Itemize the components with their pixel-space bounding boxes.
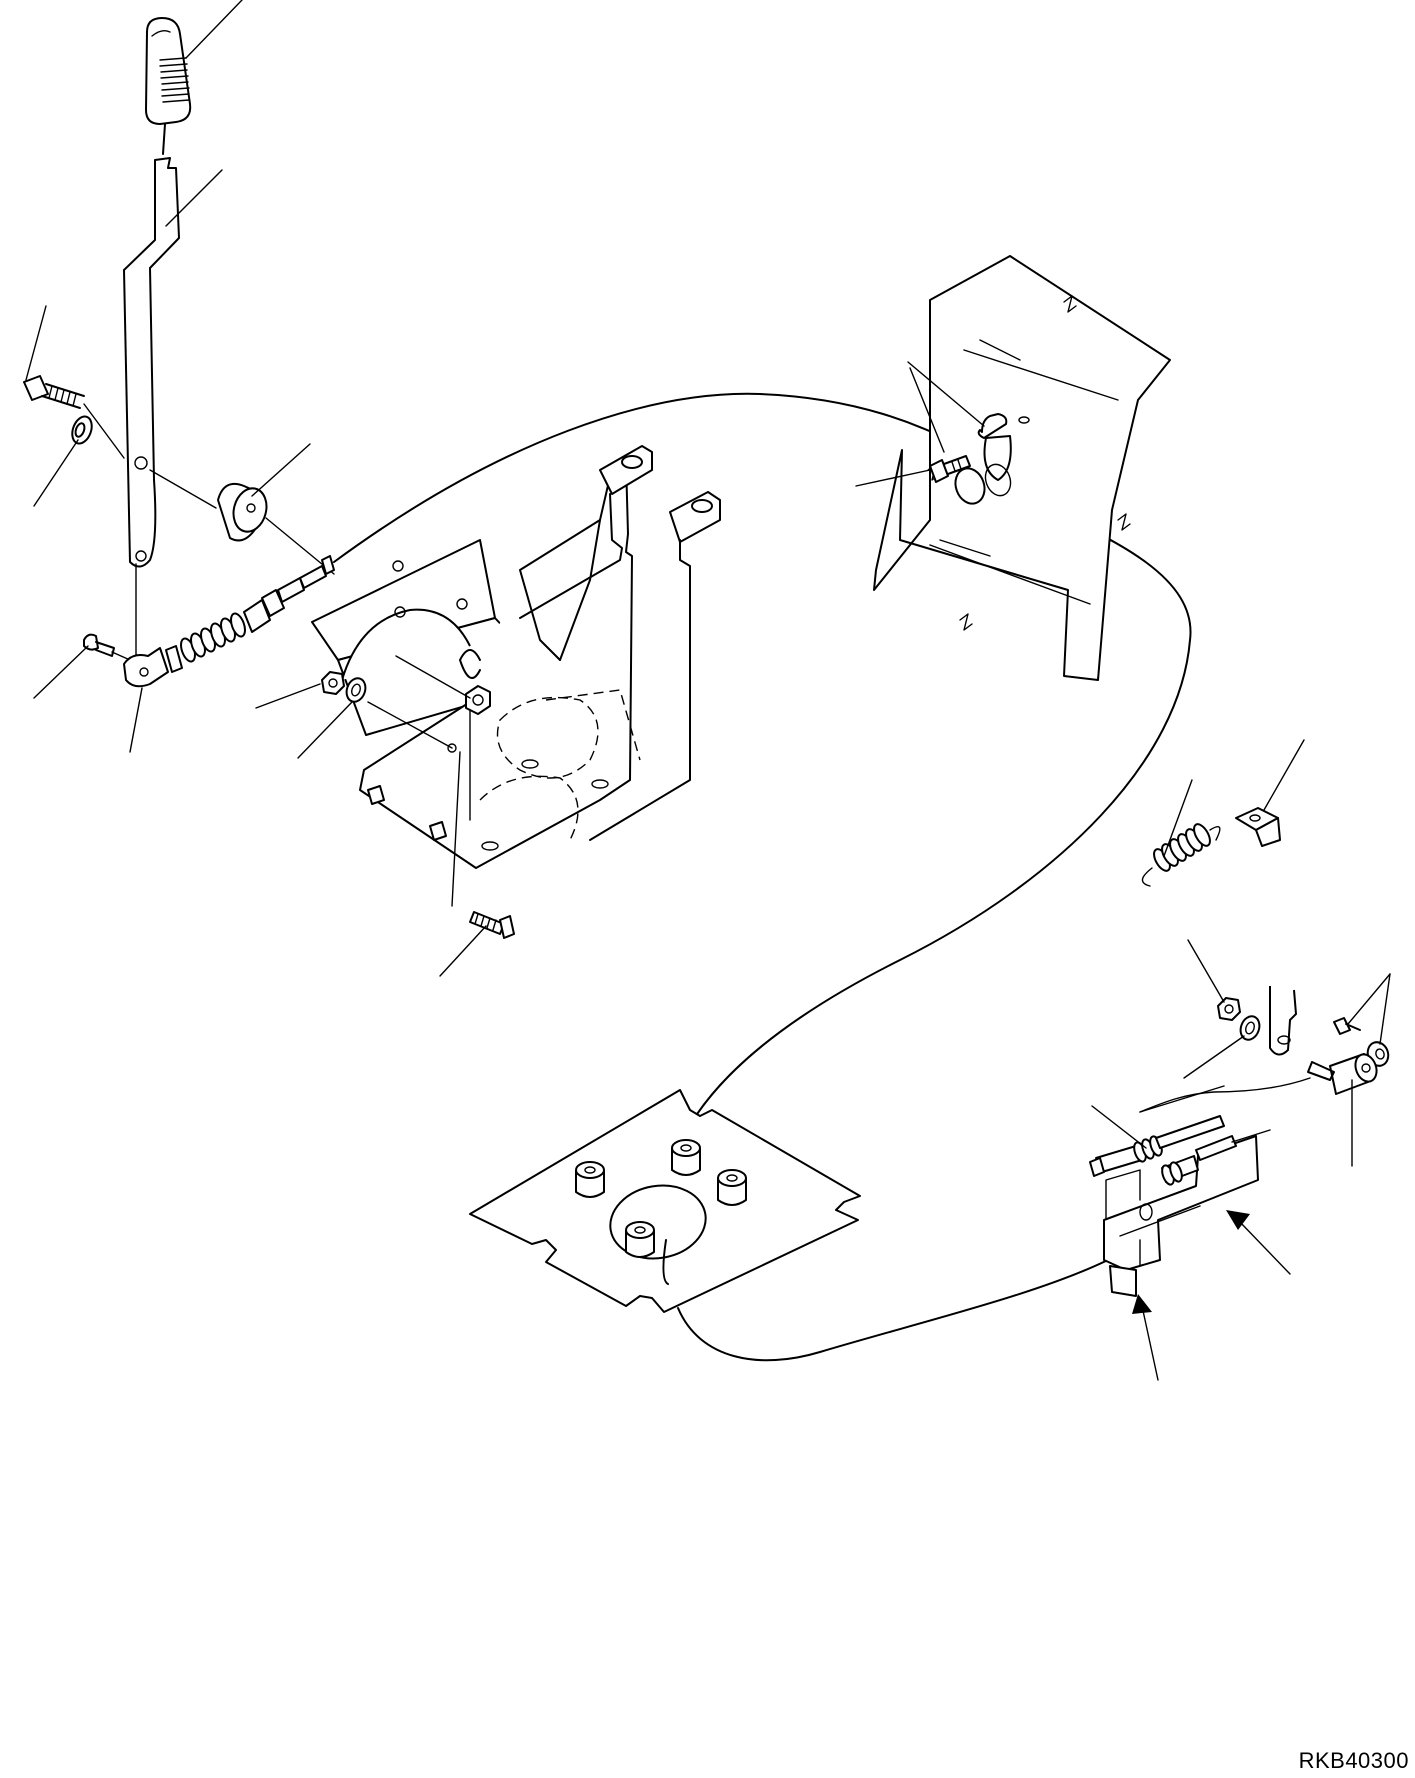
- control-cable-lower: [677, 1257, 1113, 1362]
- cable-clevis-and-spring: [123, 555, 335, 688]
- clevis-pin: [83, 633, 131, 661]
- bracket-nut: [465, 685, 491, 715]
- lever-washer: [71, 415, 93, 445]
- callout-leaders: [25, 0, 1391, 1381]
- floor-plate: [469, 1089, 861, 1313]
- control-cable-loop: [663, 477, 1192, 1241]
- clamp-bolt: [929, 455, 971, 483]
- cable-mount-plate: [1103, 1129, 1271, 1297]
- cable-clamp: [954, 413, 1012, 505]
- callout-arrowheads: [1132, 1210, 1250, 1314]
- drawing-code: RKB40300: [1298, 1748, 1409, 1773]
- link-washer: [1239, 1015, 1261, 1041]
- control-cable-upper: [333, 392, 959, 563]
- floor-plate-bosses: [575, 1139, 747, 1258]
- lever-bolt: [23, 375, 125, 459]
- spring-bracket: [1235, 807, 1281, 847]
- cable-adjuster: [1089, 1085, 1225, 1177]
- link-nut: [1217, 997, 1241, 1021]
- lever-knob: [145, 17, 192, 155]
- lever-arm: [123, 157, 180, 661]
- lever-mount-washer: [345, 677, 457, 753]
- cable-end-joint: [1139, 1053, 1378, 1113]
- link-small-bolt: [1333, 1017, 1361, 1035]
- link-post: [1269, 986, 1297, 1056]
- cab-wall-panel: [873, 255, 1171, 681]
- lever-bracket: [311, 445, 721, 869]
- bracket-bolt: [451, 751, 515, 939]
- rubber-bushing: [149, 469, 335, 575]
- lever-mount-nut: [321, 671, 345, 695]
- return-spring: [1141, 823, 1221, 887]
